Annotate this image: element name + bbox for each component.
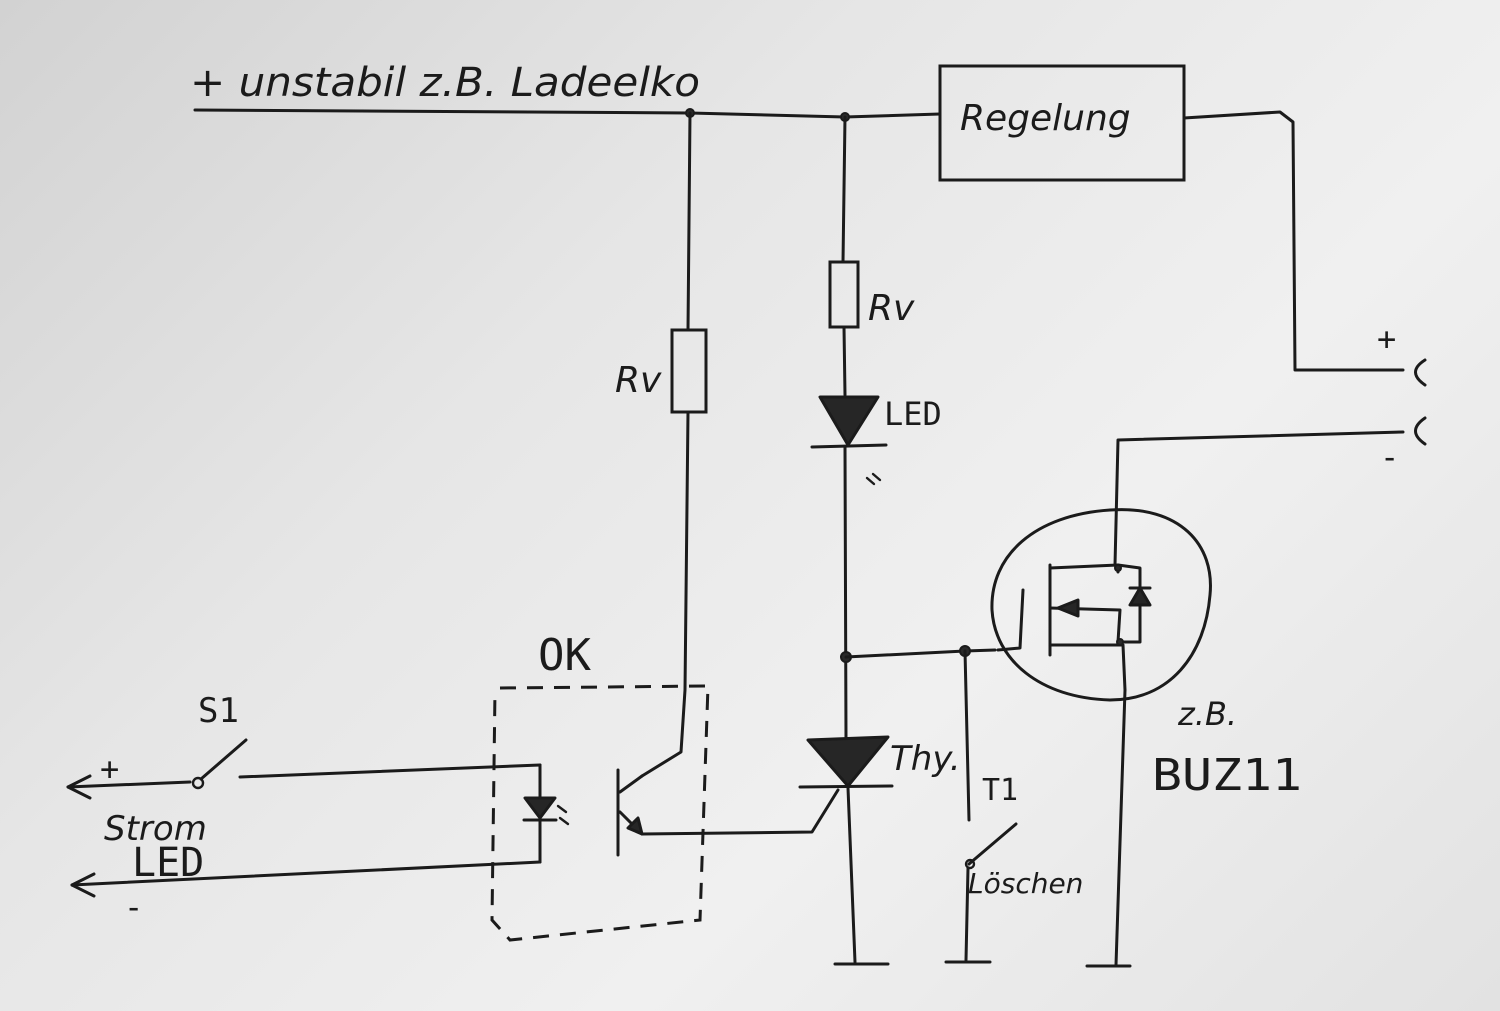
- regulator-label: Regelung: [960, 98, 1131, 139]
- thyristor-label: Thy.: [890, 739, 961, 779]
- resistor-rv-left: [670, 328, 708, 414]
- opto-led: [523, 796, 557, 820]
- t1-label: T1: [982, 773, 1018, 808]
- indicator-led: [818, 395, 880, 447]
- supply-rail-label: + unstabil z.B. Ladeelko: [190, 60, 700, 106]
- resistor-rv-right: [828, 260, 860, 329]
- rv-left-label: Rv: [615, 360, 662, 401]
- supply-rail: + unstabil z.B. Ladeelko: [190, 60, 942, 119]
- mosfet-note-label: z.B.: [1177, 695, 1237, 733]
- optocoupler: OK: [490, 630, 710, 942]
- optocoupler-outline: [490, 684, 710, 942]
- s1-label: S1: [198, 691, 239, 731]
- output-plus-label: +: [1377, 320, 1396, 358]
- input-minus-label: -: [124, 888, 143, 926]
- input-desc-line2: LED: [132, 840, 204, 886]
- input-side: S1 + - Strom LED: [66, 691, 542, 926]
- input-plus-label: +: [100, 750, 119, 788]
- regulator-block: Regelung: [938, 64, 1405, 372]
- mosfet-part-label: BUZ11: [1152, 750, 1302, 801]
- input-desc-line1: Strom: [104, 809, 207, 849]
- switch-s1: [199, 738, 248, 781]
- thyristor: [806, 735, 890, 788]
- led-label: LED: [884, 395, 942, 433]
- rv-right-label: Rv: [868, 288, 915, 329]
- reset-button-t1: [967, 822, 1018, 866]
- rv-left-branch: Rv: [615, 108, 708, 778]
- reset-branch: T1 Löschen: [844, 645, 1083, 964]
- optocoupler-label: OK: [538, 630, 591, 681]
- output-minus-label: -: [1380, 438, 1399, 476]
- output-terminals: + -: [1113, 320, 1427, 567]
- mosfet: z.B. BUZ11: [990, 508, 1302, 968]
- reset-label: Löschen: [968, 867, 1083, 900]
- mosfet-outline: [990, 508, 1212, 702]
